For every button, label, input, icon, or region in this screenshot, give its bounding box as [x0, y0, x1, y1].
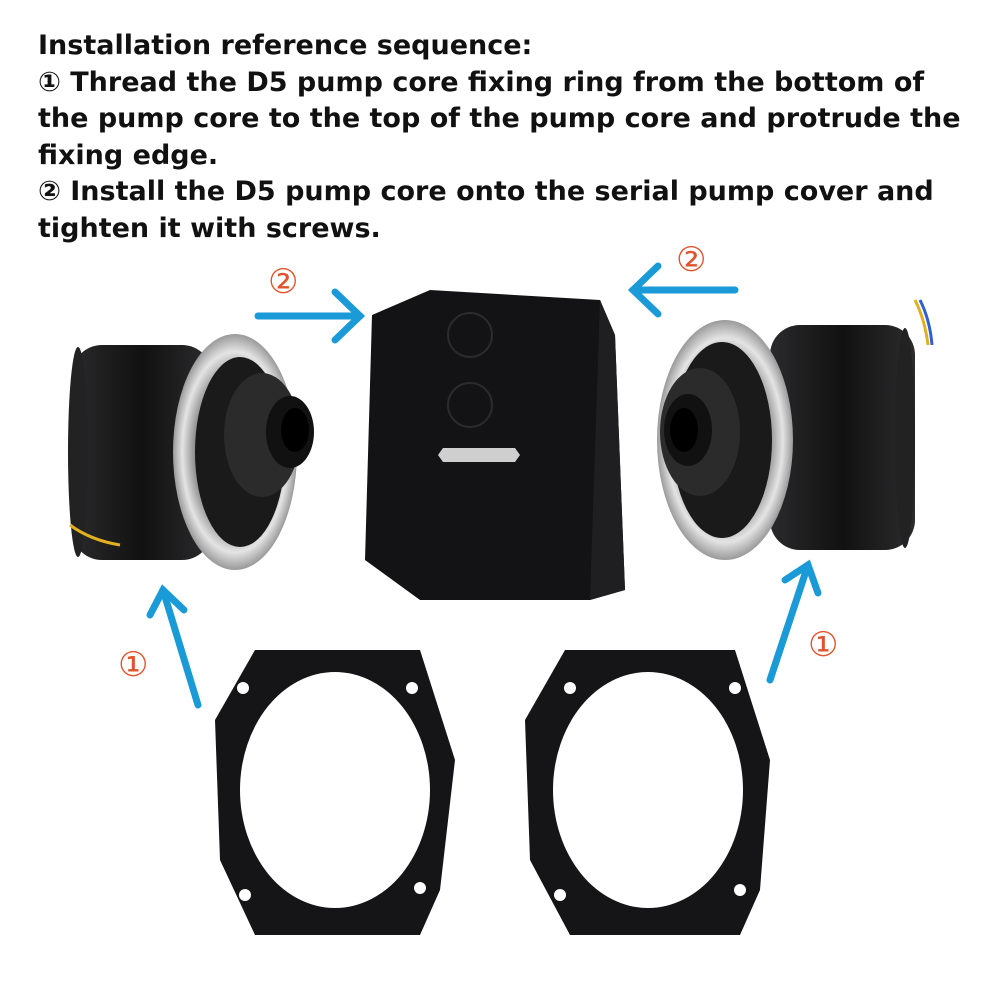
step-1-marker: ① [808, 625, 839, 665]
step-2-text: ② Install the D5 pump core onto the seri… [38, 176, 934, 244]
instructions: Installation reference sequence: ① Threa… [38, 28, 978, 247]
logo-badge [438, 448, 520, 462]
pump-core-right [657, 299, 934, 560]
arrow-up-icon [766, 559, 822, 684]
step-1-text: ① Thread the D5 pump core fixing ring fr… [38, 66, 961, 171]
step-2-marker: ② [676, 240, 707, 280]
fixing-ring-right [525, 650, 770, 935]
heading: Installation reference sequence: [38, 30, 533, 61]
pump-core-left [68, 334, 314, 570]
step-1-marker: ① [118, 645, 149, 685]
arrow-left-icon [627, 262, 739, 318]
fixing-ring-left [215, 650, 455, 935]
arrow-right-icon [254, 288, 366, 344]
step-2-marker: ② [268, 262, 299, 302]
arrow-up-icon [146, 584, 202, 709]
serial-pump-cover [365, 290, 625, 600]
